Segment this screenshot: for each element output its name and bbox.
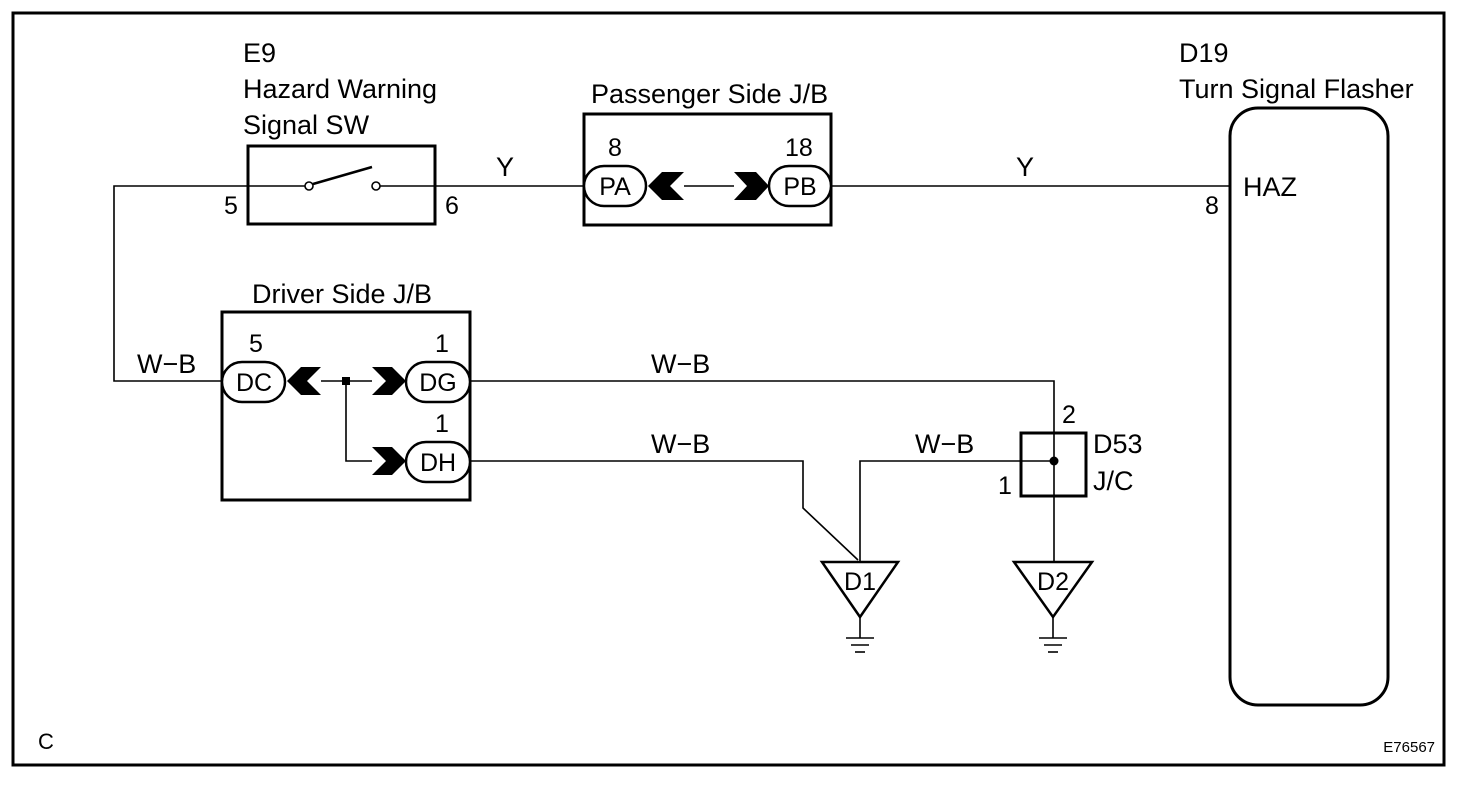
driver-jb-title: Driver Side J/B (252, 279, 432, 309)
d53-type: J/C (1093, 466, 1134, 496)
wire-d53-to-d1 (859, 460, 1054, 562)
driver-jb-wire-branch (345, 381, 372, 462)
dh-chevron-arrow (372, 447, 406, 475)
d19-terminal-haz: HAZ (1243, 172, 1297, 202)
d53-code: D53 (1093, 429, 1143, 459)
wire-label-wb-d1: W−B (915, 429, 974, 459)
d19-code: D19 (1179, 38, 1229, 68)
connector-pb-pin: 18 (785, 134, 813, 162)
e9-switch-blade (312, 165, 373, 186)
wire-label-y-left: Y (496, 152, 514, 182)
wire-label-wb-dc: W−B (137, 349, 196, 379)
pb-chevron-arrow (734, 172, 769, 200)
connector-dg-pin: 1 (435, 330, 449, 358)
e9-pin-6: 6 (445, 192, 459, 220)
connector-pa-label: PA (599, 173, 631, 201)
wire-label-y-right: Y (1016, 152, 1034, 182)
ground-d2-triangle (1011, 560, 1095, 620)
e9-name-line2: Signal SW (243, 110, 370, 140)
wire-e9-to-dc (113, 185, 248, 382)
connector-dg-label: DG (419, 369, 457, 397)
wire-label-wb-dg: W−B (651, 349, 710, 379)
ground-d2-label: D2 (1037, 568, 1069, 596)
d19-name: Turn Signal Flasher (1179, 74, 1414, 104)
e9-code: E9 (243, 38, 276, 68)
driver-jb-box (220, 310, 472, 502)
wire-label-wb-dh: W−B (651, 429, 710, 459)
pa-chevron-arrow (648, 172, 684, 200)
diagram-frame (11, 11, 1446, 767)
e9-contact-left (304, 181, 314, 191)
e9-name-line1: Hazard Warning (243, 74, 437, 104)
diagram-id: E76567 (1383, 739, 1435, 756)
connector-dc-label: DC (236, 369, 272, 397)
d19-flasher-body (1228, 106, 1390, 707)
e9-pin-5: 5 (224, 192, 238, 220)
d53-pin-1: 1 (998, 472, 1012, 500)
connector-dc (220, 360, 287, 404)
passenger-jb-title: Passenger Side J/B (591, 79, 828, 109)
connector-dh (404, 440, 472, 484)
ground-d1-label: D1 (844, 568, 876, 596)
passenger-jb-box (582, 112, 833, 227)
connector-dc-pin: 5 (249, 330, 263, 358)
connector-pa (582, 164, 648, 208)
connector-dh-label: DH (420, 449, 456, 477)
dg-chevron-arrow (372, 367, 406, 395)
connector-pb-label: PB (783, 173, 816, 201)
d19-pin-8: 8 (1205, 192, 1219, 220)
ground-d2-symbol (1039, 637, 1067, 653)
d53-pin-2: 2 (1062, 401, 1076, 429)
wire-dg-to-d53 (470, 380, 1055, 433)
dc-chevron-arrow (287, 367, 321, 395)
connector-dg (404, 360, 472, 404)
corner-label-c: C (38, 729, 54, 754)
e9-switch-box (246, 144, 437, 226)
connector-pa-pin: 8 (608, 134, 622, 162)
e9-contact-right (371, 181, 381, 191)
wire-dh-to-d1 (470, 460, 859, 561)
ground-d1-symbol (846, 637, 874, 653)
ground-d1-triangle (819, 560, 901, 620)
connector-dh-pin: 1 (435, 410, 449, 438)
